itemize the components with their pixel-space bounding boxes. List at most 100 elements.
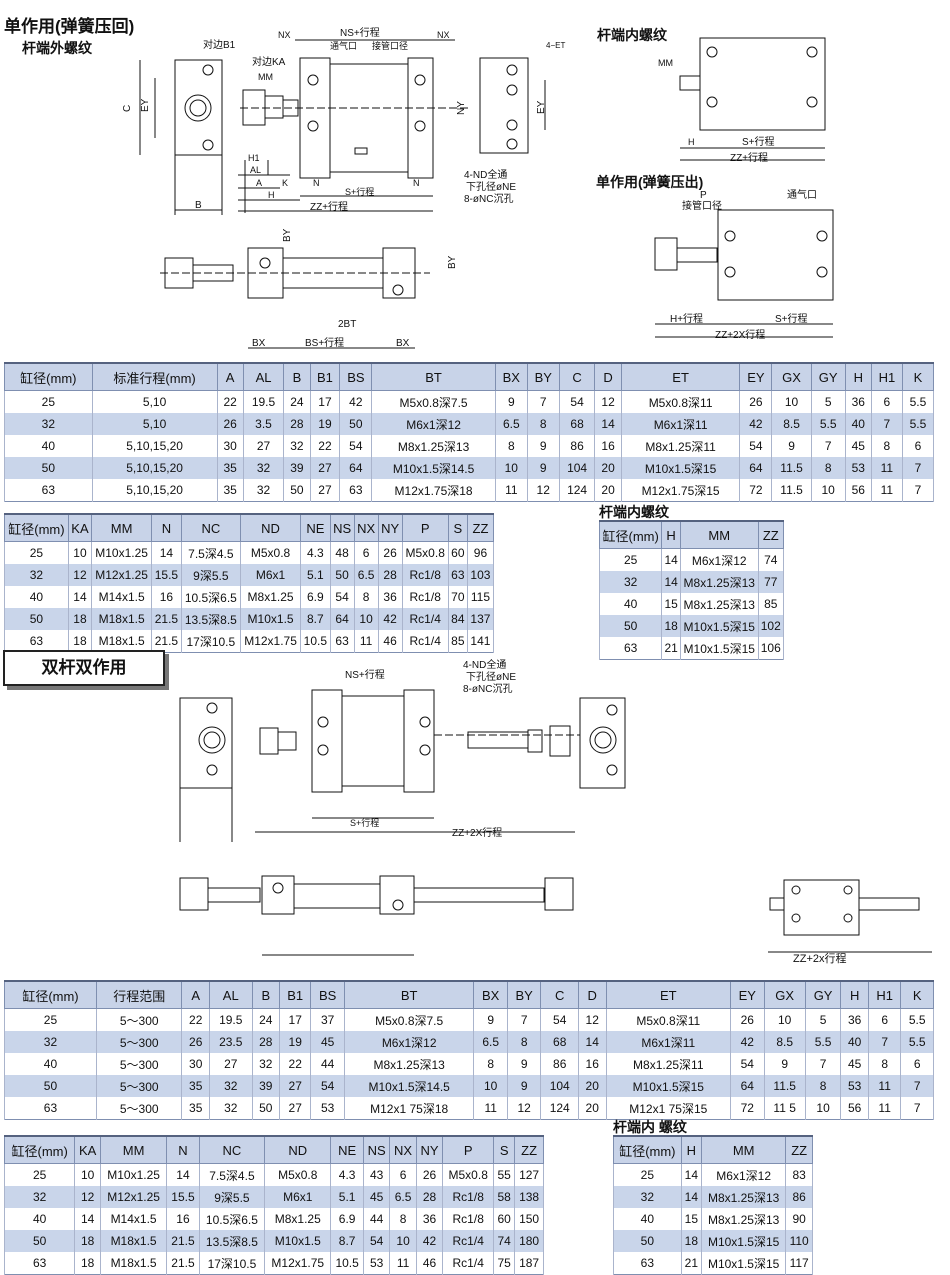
table-cell: 30 — [216, 435, 244, 457]
table-cell: 8 — [353, 586, 379, 608]
label-p: P — [700, 190, 707, 201]
table-cell: 11 — [870, 479, 903, 502]
table-cell: 27 — [209, 1053, 253, 1075]
table-cell: 18 — [680, 1230, 702, 1252]
col-header: GY — [810, 362, 846, 391]
table-cell: 54 — [339, 435, 373, 457]
table-cell: 58 — [493, 1186, 516, 1208]
table-cell: 8 — [804, 1075, 842, 1097]
table-cell: 6.5 — [473, 1031, 508, 1053]
table-cell: 10.5深6.5 — [180, 586, 242, 608]
table-cell: 8 — [494, 435, 528, 457]
table-cell: 8 — [867, 1053, 902, 1075]
table-cell: 10.5深6.5 — [198, 1208, 266, 1230]
table-cell: M6x1深12 — [700, 1163, 787, 1186]
label-nx: NX — [278, 30, 291, 40]
table-cell: 9 — [473, 1008, 508, 1031]
table-cell: M10x1.5 — [264, 1230, 332, 1252]
table-cell: M14x1.5 — [91, 586, 153, 608]
table-cell: M12x1.75深18 — [371, 479, 496, 502]
s2-label-nd: 4-ND全通 — [463, 658, 506, 671]
table-cell: 19 — [309, 413, 341, 435]
table-cell: 63 — [598, 637, 663, 660]
table-cell: 25 — [4, 541, 69, 564]
table-cell: M8x1.25深11 — [620, 435, 741, 457]
table-cell: 8 — [870, 435, 903, 457]
table-cell: 5 — [810, 390, 846, 413]
table-cell: Rc1/4 — [401, 608, 449, 630]
table-cell: 124 — [558, 479, 596, 502]
table-cell: 28 — [251, 1031, 281, 1053]
col-header: S — [447, 513, 468, 542]
table-cell: 6 — [353, 541, 379, 564]
table-cell: 5.1 — [300, 564, 331, 586]
table-cell: M12x1 75深18 — [343, 1097, 475, 1120]
table-cell: 10 — [353, 608, 379, 630]
label-ns: NS+行程 — [340, 26, 380, 39]
col-header: GX — [771, 362, 812, 391]
table-cell: 25 — [4, 1008, 97, 1031]
table-cell: 12 — [594, 390, 622, 413]
table-cell: 14 — [74, 1208, 101, 1230]
table-cell: 7 — [804, 1053, 842, 1075]
table-cell: 54 — [739, 435, 773, 457]
col-header: ZZ — [466, 513, 495, 542]
table-cell: 42 — [739, 413, 773, 435]
s2-label-ns: NS+行程 — [345, 668, 385, 681]
table-cell: 40 — [840, 1031, 869, 1053]
table-cell: 6 — [389, 1163, 417, 1186]
table-cell: 63 — [4, 479, 93, 502]
label-duibian-b1: 对边B1 — [203, 38, 236, 51]
table-cell: 16 — [594, 435, 622, 457]
table-cell: 7 — [901, 457, 935, 479]
table-cell: 96 — [466, 541, 495, 564]
table-cell: 45 — [840, 1053, 869, 1075]
table-cell: 32 — [613, 1186, 682, 1208]
label-n-right: N — [413, 178, 420, 188]
label-al: AL — [250, 165, 261, 175]
s2-end-view — [179, 697, 233, 842]
table-cell: 28 — [377, 564, 403, 586]
table-cell: 14 — [661, 571, 681, 593]
table-cell: 10 — [763, 1008, 806, 1031]
table-cell: 10 — [389, 1230, 417, 1252]
table-cell: 45 — [362, 1186, 391, 1208]
col-header: BX — [494, 362, 528, 391]
table-cell: 21.5 — [166, 1252, 200, 1275]
col-header: H — [680, 1135, 702, 1164]
table-cell: 26 — [377, 541, 403, 564]
col-header: NX — [353, 513, 379, 542]
table-cell: 5～300 — [95, 1053, 183, 1075]
table-cell: M5x0.8深7.5 — [343, 1008, 475, 1031]
label-port-dia: 接管口径 — [372, 40, 408, 51]
table-cell: 17 — [309, 390, 341, 413]
col-header: A — [181, 980, 210, 1009]
label-bx-right: BX — [396, 338, 410, 349]
table-cell: 86 — [785, 1186, 813, 1208]
col-header: BS — [310, 980, 345, 1009]
table-cell: 36 — [840, 1008, 869, 1031]
label-n: N — [313, 178, 320, 188]
table-cell: 32 — [4, 564, 69, 586]
label-port-push: 通气口 — [787, 188, 817, 201]
table-cell: 45 — [310, 1031, 345, 1053]
col-header: C — [558, 362, 596, 391]
table-cell: 5.5 — [804, 1031, 842, 1053]
table-cell: 16 — [151, 586, 182, 608]
table-cell: 27 — [279, 1097, 312, 1120]
table-cell: 35 — [181, 1097, 210, 1120]
table-cell: 14 — [680, 1163, 702, 1186]
table-cell: 86 — [540, 1053, 579, 1075]
label-bt: 2BT — [338, 319, 356, 330]
col-header: 缸径(mm) — [4, 980, 97, 1009]
table-cell: 21.5 — [166, 1230, 200, 1252]
